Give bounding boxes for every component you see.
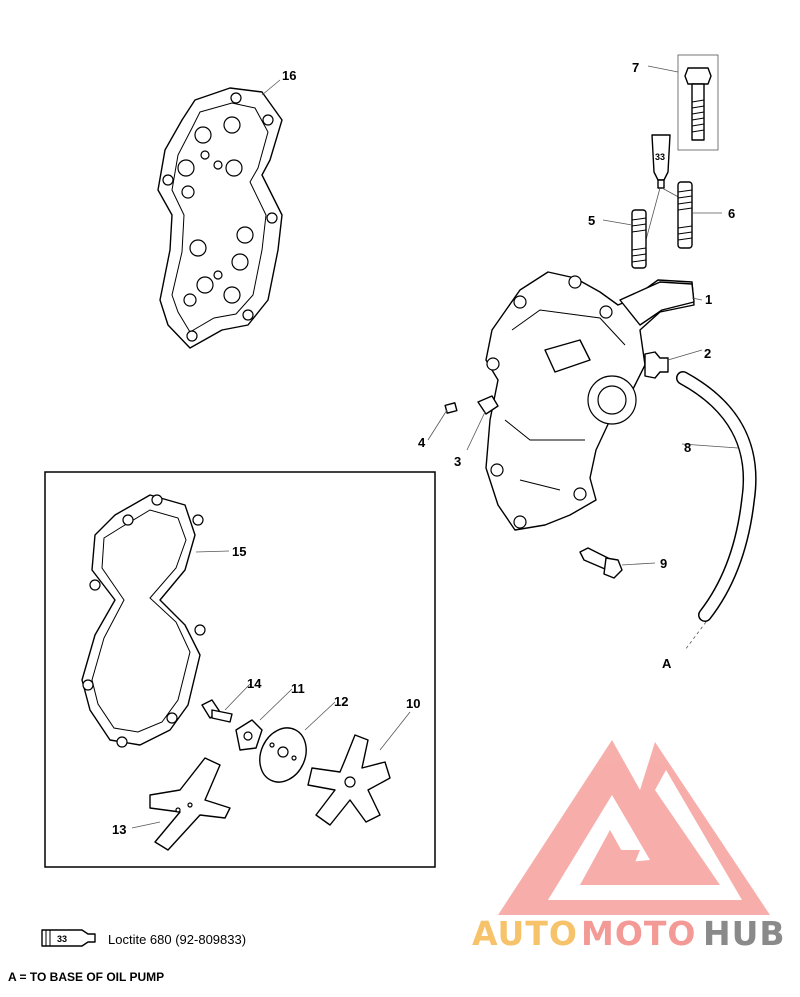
callout-5: 5 — [588, 213, 595, 228]
stud-6 — [677, 181, 693, 249]
callout-6: 6 — [728, 206, 735, 221]
legend-tube-icon: 33 — [41, 929, 96, 947]
plate-12 — [259, 727, 307, 783]
disc-11 — [235, 719, 263, 751]
gasket-15 — [81, 494, 206, 748]
oil-pump-body-1 — [485, 271, 695, 531]
legend-tube-number: 33 — [57, 934, 67, 944]
watermark-moto: MOTO — [581, 914, 696, 953]
callout-9: 9 — [660, 556, 667, 571]
vane-13 — [149, 757, 231, 851]
screw-9 — [579, 547, 623, 579]
watermark-text: AUTO MOTO HUB — [472, 914, 786, 953]
callout-1: 1 — [705, 292, 712, 307]
callout-3: 3 — [454, 454, 461, 469]
fitting-2 — [644, 351, 669, 379]
legend-loctite-text: Loctite 680 (92-809833) — [108, 932, 247, 947]
pin-4 — [444, 402, 458, 414]
watermark-logo — [498, 740, 770, 915]
callout-4: 4 — [418, 435, 426, 450]
fitting-3 — [477, 395, 499, 415]
watermark-hub: HUB — [703, 914, 786, 953]
gasket-16 — [157, 87, 283, 349]
callout-11: 11 — [291, 681, 305, 696]
callout-labels: 1 2 3 4 5 6 7 8 9 10 11 12 13 14 15 16 A — [112, 60, 735, 837]
callout-7: 7 — [632, 60, 639, 75]
callout-2: 2 — [704, 346, 711, 361]
rotor-10 — [307, 734, 391, 826]
tube-label: 33 — [655, 152, 665, 162]
ref-a-label: A — [662, 656, 672, 671]
callout-14: 14 — [247, 676, 262, 691]
callout-12: 12 — [334, 694, 348, 709]
hose-8 — [676, 371, 757, 651]
callout-8: 8 — [684, 440, 691, 455]
kit-box — [44, 471, 436, 868]
screw-14 — [201, 699, 233, 723]
watermark-auto: AUTO — [472, 914, 578, 953]
callout-13: 13 — [112, 822, 126, 837]
leader-lines — [131, 65, 739, 829]
callout-15: 15 — [232, 544, 246, 559]
callout-10: 10 — [406, 696, 420, 711]
stud-5 — [631, 209, 647, 269]
callout-16: 16 — [282, 68, 296, 83]
bolt-7 — [677, 54, 719, 151]
legend-a-note: A = TO BASE OF OIL PUMP — [8, 970, 165, 984]
